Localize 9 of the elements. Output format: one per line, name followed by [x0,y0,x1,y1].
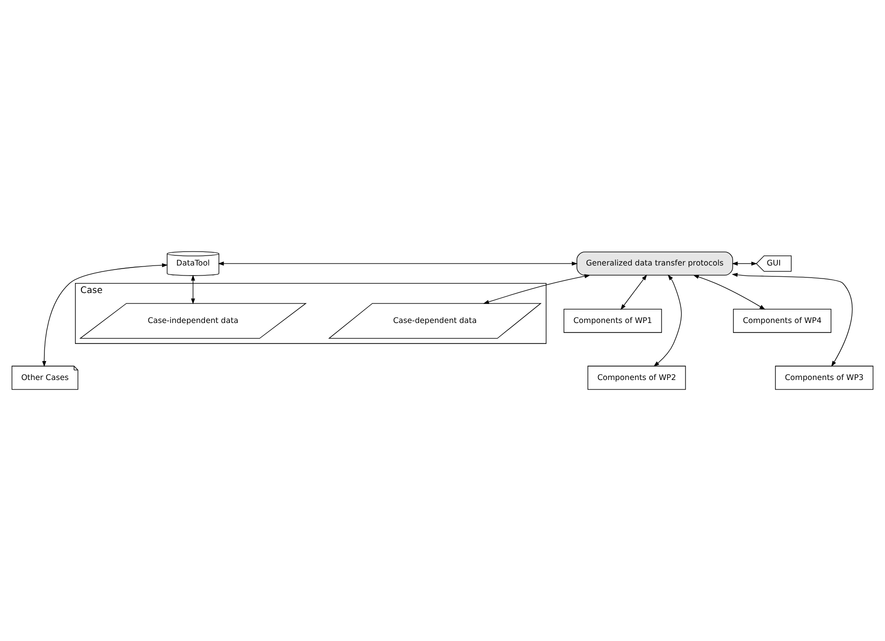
arrow [653,274,682,367]
arrow [732,262,758,266]
arrow [218,262,578,266]
arrow [693,274,766,310]
arrow [732,272,853,367]
arrow [42,263,168,367]
arrow [191,274,196,304]
arrow [620,274,648,310]
arrow [483,274,590,304]
